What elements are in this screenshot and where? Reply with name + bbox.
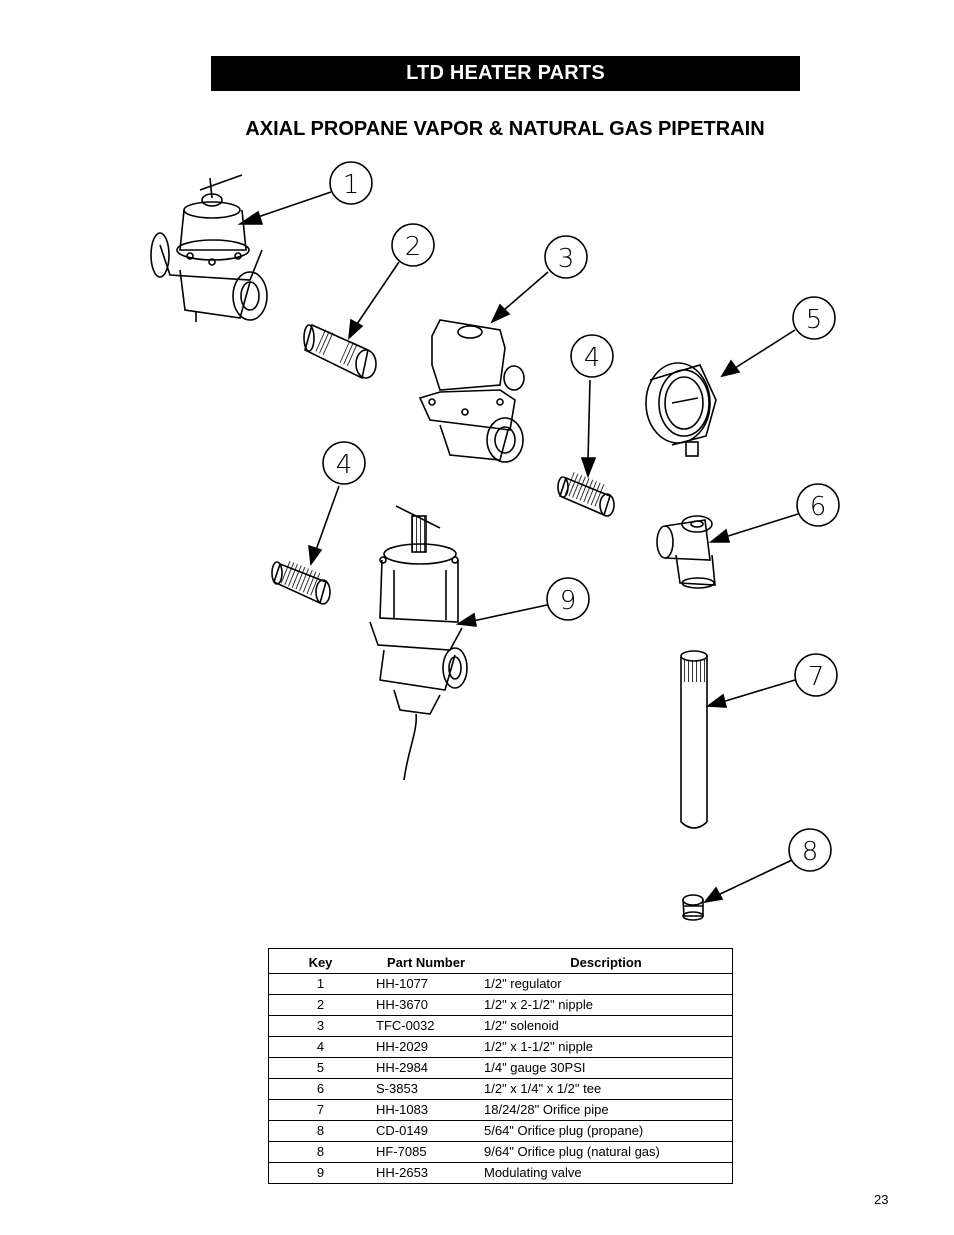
- table-row: 4 HH-2029 1/2" x 1-1/2" nipple: [268, 1036, 733, 1058]
- orifice-plug-part-8: [682, 894, 704, 921]
- row-part-number: CD-0149: [372, 1120, 480, 1142]
- row-description: 1/2" regulator: [480, 973, 733, 995]
- callout-3: 3: [544, 235, 588, 279]
- column-header-description: Description: [480, 948, 733, 974]
- callout-2: 2: [391, 223, 435, 267]
- row-key: 7: [268, 1099, 372, 1121]
- modulating-valve-part-9: [369, 505, 468, 781]
- row-description: 1/2" x 1/4" x 1/2" tee: [480, 1078, 733, 1100]
- row-description: 1/2" x 1-1/2" nipple: [480, 1036, 733, 1058]
- nipple-part-4-left: [271, 560, 331, 605]
- callout-2-number: 2: [405, 232, 422, 262]
- row-part-number: HH-2653: [372, 1162, 480, 1184]
- column-header-part-number: Part Number: [372, 948, 480, 974]
- regulator-part-1: [150, 174, 268, 322]
- callout-9: 9: [546, 577, 590, 621]
- row-key: 8: [268, 1141, 372, 1163]
- row-description: 9/64" Orifice plug (natural gas): [480, 1141, 733, 1163]
- row-part-number: TFC-0032: [372, 1015, 480, 1037]
- callout-6-number: 6: [810, 492, 827, 522]
- table-row: 3 TFC-0032 1/2" solenoid: [268, 1015, 733, 1037]
- row-part-number: HH-3670: [372, 994, 480, 1016]
- diagram-title: AXIAL PROPANE VAPOR & NATURAL GAS PIPETR…: [245, 118, 765, 140]
- row-key: 3: [268, 1015, 372, 1037]
- callout-1: 1: [329, 161, 373, 205]
- row-key: 4: [268, 1036, 372, 1058]
- table-row: 8 CD-0149 5/64" Orifice plug (propane): [268, 1120, 733, 1142]
- row-part-number: HF-7085: [372, 1141, 480, 1163]
- callout-8-number: 8: [802, 837, 819, 867]
- row-part-number: HH-1083: [372, 1099, 480, 1121]
- row-key: 2: [268, 994, 372, 1016]
- row-description: 1/2" x 2-1/2" nipple: [480, 994, 733, 1016]
- row-key: 9: [268, 1162, 372, 1184]
- row-part-number: S-3853: [372, 1078, 480, 1100]
- row-key: 6: [268, 1078, 372, 1100]
- row-description: 18/24/28" Orifice pipe: [480, 1099, 733, 1121]
- solenoid-part-3: [418, 319, 525, 463]
- row-part-number: HH-2984: [372, 1057, 480, 1079]
- page-number: 23: [874, 1192, 889, 1207]
- parts-table: Key Part Number Description 1 HH-1077 1/…: [268, 948, 733, 1184]
- nipple-part-4-right: [557, 472, 615, 517]
- row-description: 1/4" gauge 30PSI: [480, 1057, 733, 1079]
- tee-part-6: [656, 515, 716, 589]
- table-row: 2 HH-3670 1/2" x 2-1/2" nipple: [268, 994, 733, 1016]
- section-banner: LTD HEATER PARTS: [211, 56, 800, 91]
- table-row: 9 HH-2653 Modulating valve: [268, 1162, 733, 1184]
- nipple-part-2: [303, 323, 377, 380]
- row-part-number: HH-2029: [372, 1036, 480, 1058]
- table-row: 1 HH-1077 1/2" regulator: [268, 973, 733, 995]
- callout-8: 8: [788, 828, 832, 872]
- row-description: 1/2" solenoid: [480, 1015, 733, 1037]
- callout-4-right-number: 4: [584, 343, 601, 373]
- exploded-parts-diagram: 1 2 3 4 5 4 6 9 7 8: [150, 161, 840, 921]
- row-description: Modulating valve: [480, 1162, 733, 1184]
- row-key: 1: [268, 973, 372, 995]
- callout-1-number: 1: [343, 170, 360, 200]
- callout-9-number: 9: [560, 586, 577, 616]
- row-key: 5: [268, 1057, 372, 1079]
- callout-5: 5: [792, 296, 836, 340]
- callout-6: 6: [796, 483, 840, 527]
- callout-7: 7: [794, 653, 838, 697]
- row-description: 5/64" Orifice plug (propane): [480, 1120, 733, 1142]
- row-part-number: HH-1077: [372, 973, 480, 995]
- table-header-row: Key Part Number Description: [268, 948, 733, 974]
- callout-4-left: 4: [322, 441, 366, 485]
- gauge-part-5: [645, 362, 717, 457]
- row-key: 8: [268, 1120, 372, 1142]
- callout-5-number: 5: [806, 305, 823, 335]
- callout-3-number: 3: [558, 244, 575, 274]
- callout-4-right: 4: [570, 334, 614, 378]
- leader-lines: [237, 191, 799, 904]
- table-row: 8 HF-7085 9/64" Orifice plug (natural ga…: [268, 1141, 733, 1163]
- orifice-pipe-part-7: [680, 650, 708, 829]
- table-row: 6 S-3853 1/2" x 1/4" x 1/2" tee: [268, 1078, 733, 1100]
- table-row: 7 HH-1083 18/24/28" Orifice pipe: [268, 1099, 733, 1121]
- column-header-key: Key: [268, 948, 372, 974]
- callout-4-left-number: 4: [336, 450, 353, 480]
- callout-7-number: 7: [808, 662, 825, 692]
- table-row: 5 HH-2984 1/4" gauge 30PSI: [268, 1057, 733, 1079]
